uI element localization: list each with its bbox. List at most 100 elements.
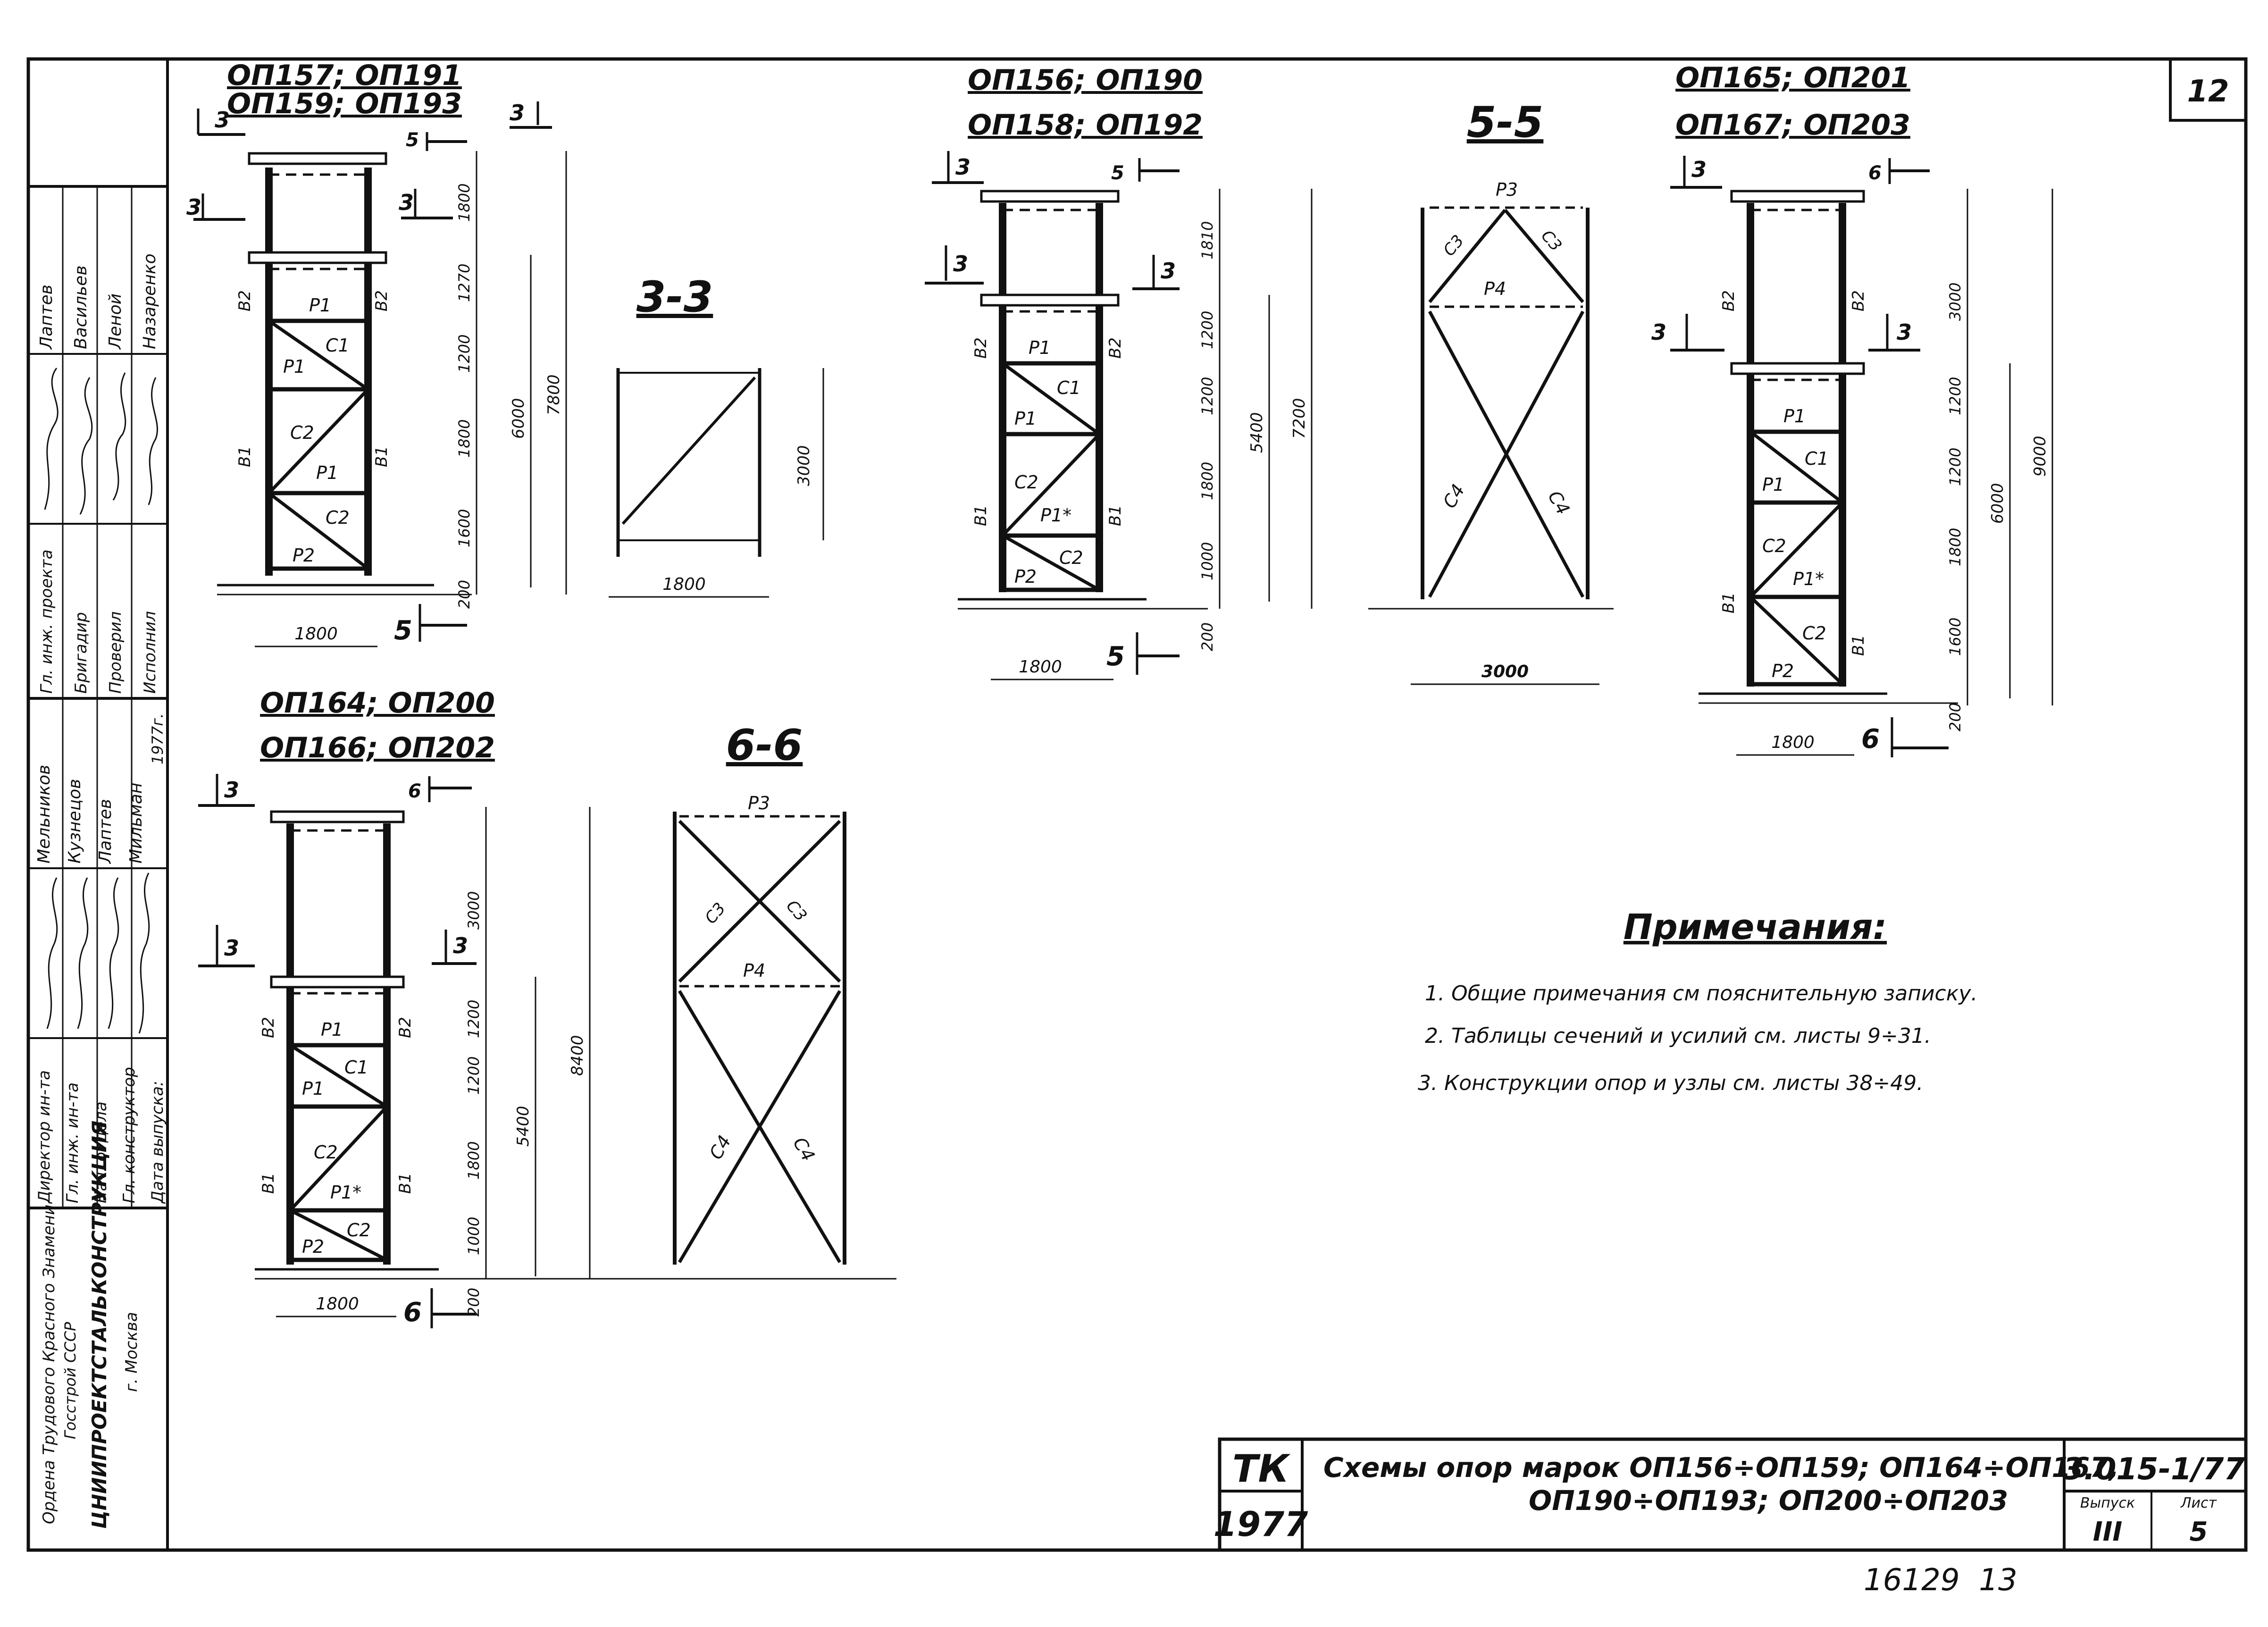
member-label: С4 — [705, 1132, 735, 1163]
sheet-value: 5 — [2190, 1517, 2208, 1547]
title-block-year: 1977 — [1214, 1504, 1308, 1544]
diagonal — [268, 388, 369, 495]
member-label: В2 — [396, 1017, 415, 1038]
member-label: С1 — [1057, 377, 1081, 398]
member-label: С1 — [344, 1057, 368, 1078]
section-marker: 6 — [403, 1297, 422, 1328]
member-label: С2 — [290, 422, 314, 443]
dimension-label: 1200 — [455, 335, 473, 373]
section-marker: 3 — [510, 100, 525, 126]
dimension-label: 3000 — [795, 445, 813, 486]
diagonal — [268, 319, 369, 391]
left-stamp: Гл. инж. проекта Бригадир Проверил Испол… — [28, 185, 167, 1529]
member-label: С2 — [314, 1142, 338, 1163]
dimension-label: 1800 — [1771, 733, 1815, 752]
dimension-label: 1800 — [455, 184, 473, 222]
member-label: Р1 — [321, 1019, 343, 1040]
member-label: Р1 — [1762, 474, 1784, 495]
member-label: С2 — [347, 1220, 371, 1241]
sheet-label: Лист — [2180, 1495, 2218, 1511]
dimension-label: 5400 — [514, 1106, 533, 1147]
dimension-label: 1000 — [1198, 542, 1216, 580]
dimension-label: 1800 — [465, 1141, 483, 1180]
member-label: С3 — [1439, 231, 1468, 260]
member-label: В1 — [1106, 505, 1125, 526]
dimension-label: 3000 — [1946, 283, 1964, 321]
dimension-label: 1800 — [294, 624, 338, 644]
member-label: Р2 — [293, 545, 315, 566]
member-label: Р1* — [1040, 505, 1071, 526]
org-line: г. Москва — [122, 1312, 141, 1392]
member-label: В2 — [235, 290, 254, 311]
dimension-label: 1800 — [662, 575, 706, 594]
issue-label: Выпуск — [2080, 1495, 2135, 1511]
org-line: ЦНИИПРОЕКТСТАЛЬКОНСТРУКЦИЯ — [88, 1121, 111, 1529]
section-marker: 3 — [1897, 319, 1912, 345]
dimension-label: 9000 — [2031, 436, 2050, 477]
member-label: Р1* — [1793, 569, 1824, 589]
stamp-role: Нач. отдела — [92, 1101, 110, 1203]
stamp-year: 1977г. — [149, 713, 167, 764]
member-label: Р1 — [1783, 406, 1806, 427]
dimension-label: 200 — [455, 580, 473, 609]
dimension-label: 1200 — [465, 1057, 483, 1095]
member-label: В2 — [971, 337, 990, 359]
note-item: 3. Конструкции опор и узлы см. листы 38÷… — [1418, 1071, 1923, 1095]
member-label: Р1* — [330, 1182, 361, 1203]
section-marker: 6 — [1861, 724, 1880, 755]
title-block-doc-code: 3.015-1/77 — [2063, 1452, 2245, 1487]
section-marker: 5 — [1106, 641, 1125, 672]
signature — [46, 877, 58, 1029]
footer-number: 16129 13 — [1864, 1563, 2017, 1598]
diagram-title-line1: ОП165; ОП201 — [1675, 61, 1910, 94]
notes-block: Примечания: 1. Общие примечания см поясн… — [1418, 907, 1977, 1095]
dimension-label: 1270 — [455, 264, 473, 302]
member-label: В2 — [1719, 290, 1738, 311]
dimension-label: 1200 — [1198, 311, 1216, 349]
stamp-name: Мельников — [34, 765, 54, 864]
member-label: В2 — [372, 290, 391, 311]
member-label: Р4 — [1484, 278, 1506, 299]
member-label: С2 — [1014, 472, 1038, 493]
signature — [44, 368, 59, 510]
member-label: В1 — [971, 505, 990, 526]
member-label: Р1 — [283, 356, 305, 377]
section-marker: 3 — [953, 251, 968, 277]
dimension-label: 1800 — [1946, 528, 1964, 566]
section-marker: 6 — [408, 780, 421, 802]
notes-heading: Примечания: — [1624, 907, 1887, 948]
section-marker: 3 — [215, 107, 230, 133]
member-label: Р2 — [302, 1236, 324, 1257]
title-block-tk: ТК — [1232, 1447, 1291, 1491]
diagonal — [268, 492, 369, 570]
dimension-label: 1800 — [455, 419, 473, 458]
section-marker: 3 — [224, 935, 239, 961]
signature — [148, 377, 158, 505]
title-block-line1: Схемы опор марок ОП156÷ОП159; ОП164÷ОП16… — [1323, 1451, 2119, 1484]
section-marker: 3 — [1161, 258, 1176, 284]
diagram-op157: ОП157; ОП191 ОП159; ОП193 Р1 Р1 Р1 Р2 С1… — [186, 59, 567, 647]
dimension-label: 1800 — [1019, 657, 1062, 677]
sheet-frame — [26, 57, 2248, 1552]
member-label: Р1 — [309, 295, 331, 316]
signature — [77, 877, 89, 1029]
dimension-label: 1600 — [1946, 618, 1964, 656]
stamp-name: Назаренко — [140, 253, 159, 349]
mid-plate — [248, 251, 387, 264]
dimension-label: 7200 — [1290, 398, 1309, 439]
signature — [112, 372, 126, 501]
dimension-label: 200 — [465, 1288, 483, 1317]
dimension-label: 6000 — [509, 398, 528, 439]
member-label: Р1 — [1014, 408, 1037, 429]
diagram-op156: ОП156; ОП190 ОП158; ОП192 Р1 Р1 Р1* Р2 С… — [925, 64, 1313, 680]
dimension-label: 1200 — [1198, 377, 1216, 415]
section-title: 3-3 — [636, 272, 713, 322]
diagram-title-line1: ОП156; ОП190 — [968, 64, 1203, 97]
sheet-number: 12 — [2187, 74, 2229, 109]
member-label: Р1 — [1029, 337, 1051, 358]
sheet-number-box — [2169, 58, 2247, 122]
dimension-label: 3000 — [1481, 662, 1529, 681]
dimension-label: 1800 — [1198, 462, 1216, 500]
stamp-role: Гл. инж. проекта — [37, 549, 56, 694]
